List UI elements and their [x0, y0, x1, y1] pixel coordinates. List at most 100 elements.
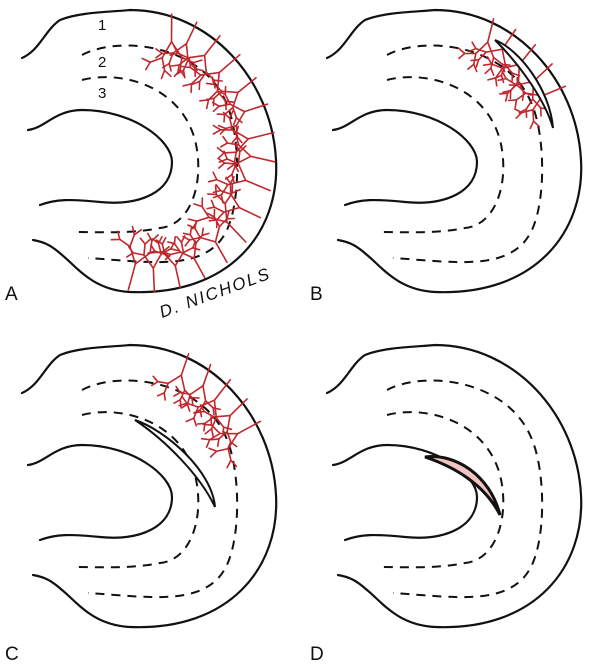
blood-vessel-branch [486, 41, 495, 59]
blood-vessel-branch [173, 45, 179, 54]
layer-boundary-dashed-2 [77, 411, 200, 569]
blood-vessel-branch [514, 99, 518, 109]
blood-vessel-branch [152, 267, 156, 293]
blood-vessel-branch [193, 242, 197, 260]
blood-vessel-branch [127, 263, 137, 291]
blood-vessel-branch [494, 77, 498, 87]
blood-vessel-branch [458, 47, 466, 55]
blood-vessel-branch [170, 64, 180, 67]
blood-vessel-branch [178, 57, 189, 66]
blood-vessel-branch [521, 109, 534, 114]
blood-vessel-branch [209, 450, 218, 458]
blood-vessel-branch [212, 105, 220, 113]
blood-vessel-branch [218, 103, 231, 107]
blood-vessel-branch [179, 389, 186, 401]
blood-vessel-branch [161, 251, 171, 258]
blood-vessel-branch [185, 417, 195, 423]
blood-vessel-branch [134, 252, 151, 265]
blood-vessel-branch [177, 64, 180, 74]
blood-vessel-branch [218, 162, 226, 169]
blood-vessel-branch [238, 206, 262, 219]
blood-vessel-branch [473, 63, 478, 73]
blood-vessel-branch [223, 113, 226, 123]
blood-vessel-branch [475, 47, 488, 53]
blood-vessel-branch [230, 459, 238, 468]
inner-contour [26, 443, 174, 542]
blood-vessel-branch [179, 391, 192, 396]
panel-c [20, 343, 278, 629]
blood-vessel-branch [237, 163, 247, 182]
blood-vessel-branch [532, 109, 535, 122]
blood-vessel-branch [173, 391, 181, 397]
blood-vessel-branch [216, 113, 226, 116]
blood-vessel-branch [207, 193, 218, 196]
blood-vessel-branch [202, 363, 212, 387]
blood-vessel-branch [226, 414, 231, 433]
blood-vessel-branch [201, 227, 204, 237]
blood-vessel-branch [189, 66, 202, 76]
blood-vessel-branch [149, 239, 153, 254]
blood-vessel-branch [184, 239, 191, 247]
blood-vessel-branch [205, 97, 215, 101]
blood-vessel-branch [155, 52, 163, 59]
blood-vessel-branch [133, 229, 142, 236]
blood-vessel-branch [222, 111, 231, 119]
blood-vessel-branch [227, 447, 232, 462]
blood-vessel-branch [193, 417, 198, 427]
blood-vessel-branch [216, 146, 225, 154]
blood-vessel-branch [485, 48, 503, 53]
blood-vessel-branch [139, 237, 146, 245]
blood-vessel-branch [161, 236, 167, 245]
blood-vessel-branch [210, 416, 213, 426]
blood-vessel-branch [210, 438, 220, 441]
blood-vessel-branch [203, 35, 221, 57]
blood-vessel-branch [164, 253, 177, 267]
blood-vessel-branch [243, 103, 269, 113]
blood-vessel-branch [486, 18, 495, 43]
blood-vessel-branch [213, 216, 221, 228]
blood-vessel-branch [196, 216, 210, 222]
blood-vessel-branch [132, 252, 145, 256]
blood-vessel-branch [199, 409, 203, 418]
blood-vessel-branch [200, 71, 220, 76]
blood-vessel-branch [218, 53, 241, 74]
blood-vessel-branch [231, 163, 237, 176]
blood-vessel-branch [152, 375, 159, 383]
blood-vessel-branch [176, 52, 189, 59]
blood-vessel-branch [151, 380, 159, 387]
blood-vessel-branch [193, 257, 206, 279]
blood-vessel-branch [210, 427, 214, 438]
panel-a [20, 8, 278, 294]
blood-vessel-branch [188, 58, 192, 69]
blood-vessel-branch [217, 90, 226, 96]
blood-vessel-branch [141, 57, 151, 63]
blood-vessel-branch [223, 106, 234, 116]
blood-vessel-branch [189, 227, 193, 236]
blood-vessel-branch [182, 247, 194, 254]
blood-vessel-branch [205, 438, 211, 448]
blood-vessel-branch [235, 133, 240, 146]
inner-contour [331, 443, 479, 542]
panel-label-a: A [5, 284, 18, 305]
blood-vessel-branch [207, 178, 218, 183]
blood-vessel-branch [155, 48, 163, 55]
blood-vessel-branch [237, 144, 252, 158]
blood-vessel-branch [235, 143, 241, 153]
blood-vessel-branch [186, 393, 192, 406]
blood-vessel-branch [516, 84, 527, 94]
blood-vessel-branch [149, 251, 164, 254]
blood-vessel-branch [218, 218, 228, 228]
blood-vessel-branch [213, 83, 223, 93]
blood-vessel-branch [170, 248, 179, 252]
blood-vessel-branch [163, 382, 169, 394]
blood-vessel-branch [486, 56, 493, 65]
blood-vessel-branch [149, 57, 163, 63]
blood-vessel-branch [217, 152, 225, 160]
blood-vessel-branch [198, 71, 207, 83]
blood-vessel-branch [161, 40, 173, 59]
vascular-network [110, 13, 276, 293]
blood-vessel-branch [244, 179, 271, 192]
blood-vessel-branch [187, 224, 196, 229]
blood-vessel-branch [190, 74, 202, 85]
blood-vessel-branch [144, 238, 152, 245]
